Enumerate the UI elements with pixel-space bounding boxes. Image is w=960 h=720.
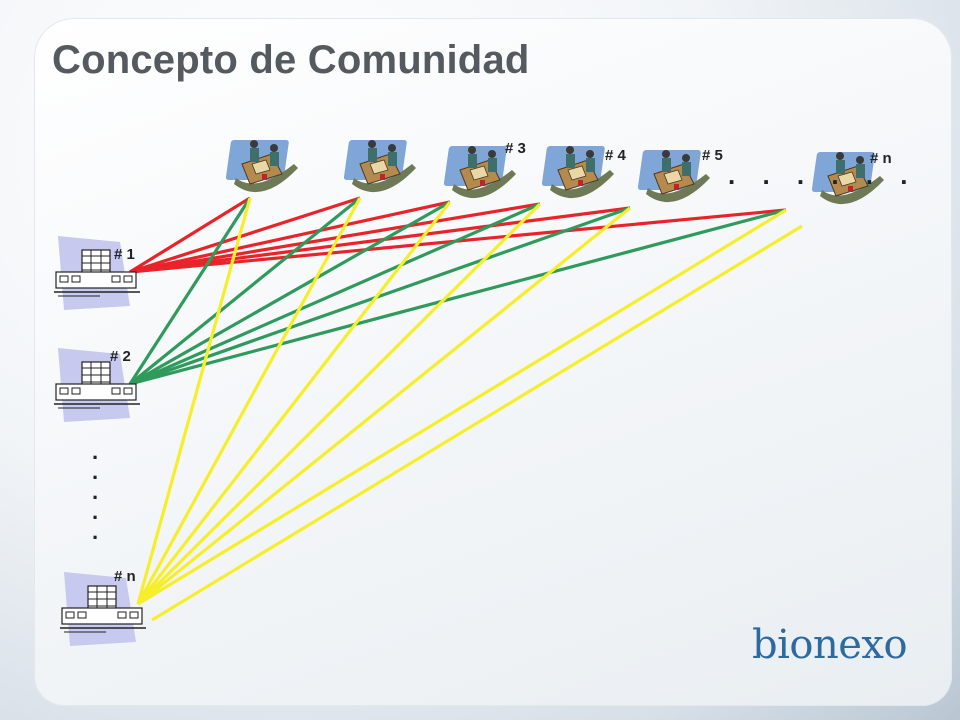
buyer-label-2: # 2 — [110, 348, 131, 365]
supplier-icon — [637, 149, 711, 203]
supplier-icon — [225, 139, 299, 193]
more-suppliers-ellipsis: . . . . . . — [728, 160, 918, 190]
link-bn-sn-b — [151, 224, 803, 622]
link-b2-s1 — [128, 197, 252, 385]
link-bn-s1 — [136, 197, 252, 605]
supplier-icon — [541, 145, 615, 199]
link-b1-s4 — [129, 202, 541, 274]
link-bn-s5 — [136, 206, 632, 606]
link-bn-s2 — [136, 197, 362, 605]
more-buyers-ellipsis: ..... — [91, 439, 99, 544]
link-b1-s2 — [129, 196, 361, 274]
link-b2-s2 — [128, 196, 362, 386]
supplier-label-n: # n — [870, 150, 892, 167]
link-b1-s3 — [129, 200, 451, 274]
supplier-icon — [343, 139, 417, 193]
supplier-label-5: # 5 — [702, 147, 723, 164]
link-bn-sn-a — [137, 208, 787, 606]
link-b1-s1 — [129, 196, 251, 274]
content-panel — [34, 18, 952, 706]
buyer-label-1: # 1 — [114, 246, 135, 263]
page-title: Concepto de Comunidad — [52, 38, 530, 82]
supplier-label-3: # 3 — [505, 140, 526, 157]
bionexo-logo: bionexo — [752, 622, 908, 668]
link-bn-s4 — [136, 202, 542, 606]
link-b2-sn — [129, 208, 787, 386]
link-b2-s3 — [129, 200, 451, 386]
link-b2-s5 — [129, 206, 631, 386]
link-b2-s4 — [129, 202, 541, 386]
supplier-label-4: # 4 — [605, 147, 626, 164]
buyer-label-n: # n — [114, 568, 136, 585]
link-bn-s3 — [136, 201, 452, 605]
